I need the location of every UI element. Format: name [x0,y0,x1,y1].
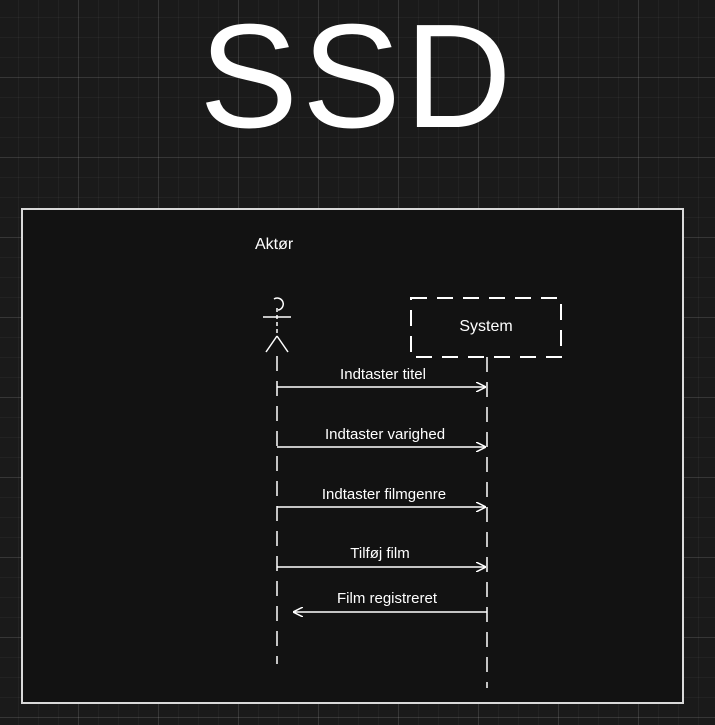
actor-stick-figure-icon [263,297,291,353]
system-label: System [459,318,513,335]
message-label-tilfoej-film: Tilføj film [350,545,410,562]
message-label-indtaster-titel: Indtaster titel [340,366,426,383]
message-label-film-registreret: Film registreret [336,590,438,607]
actor-label: Aktør [255,236,294,253]
message-label-indtaster-varighed: Indtaster varighed [324,426,446,443]
message-label-indtaster-filmgenre: Indtaster filmgenre [321,486,447,503]
diagram-frame [21,208,684,704]
diagram-title: SSD [199,0,516,159]
